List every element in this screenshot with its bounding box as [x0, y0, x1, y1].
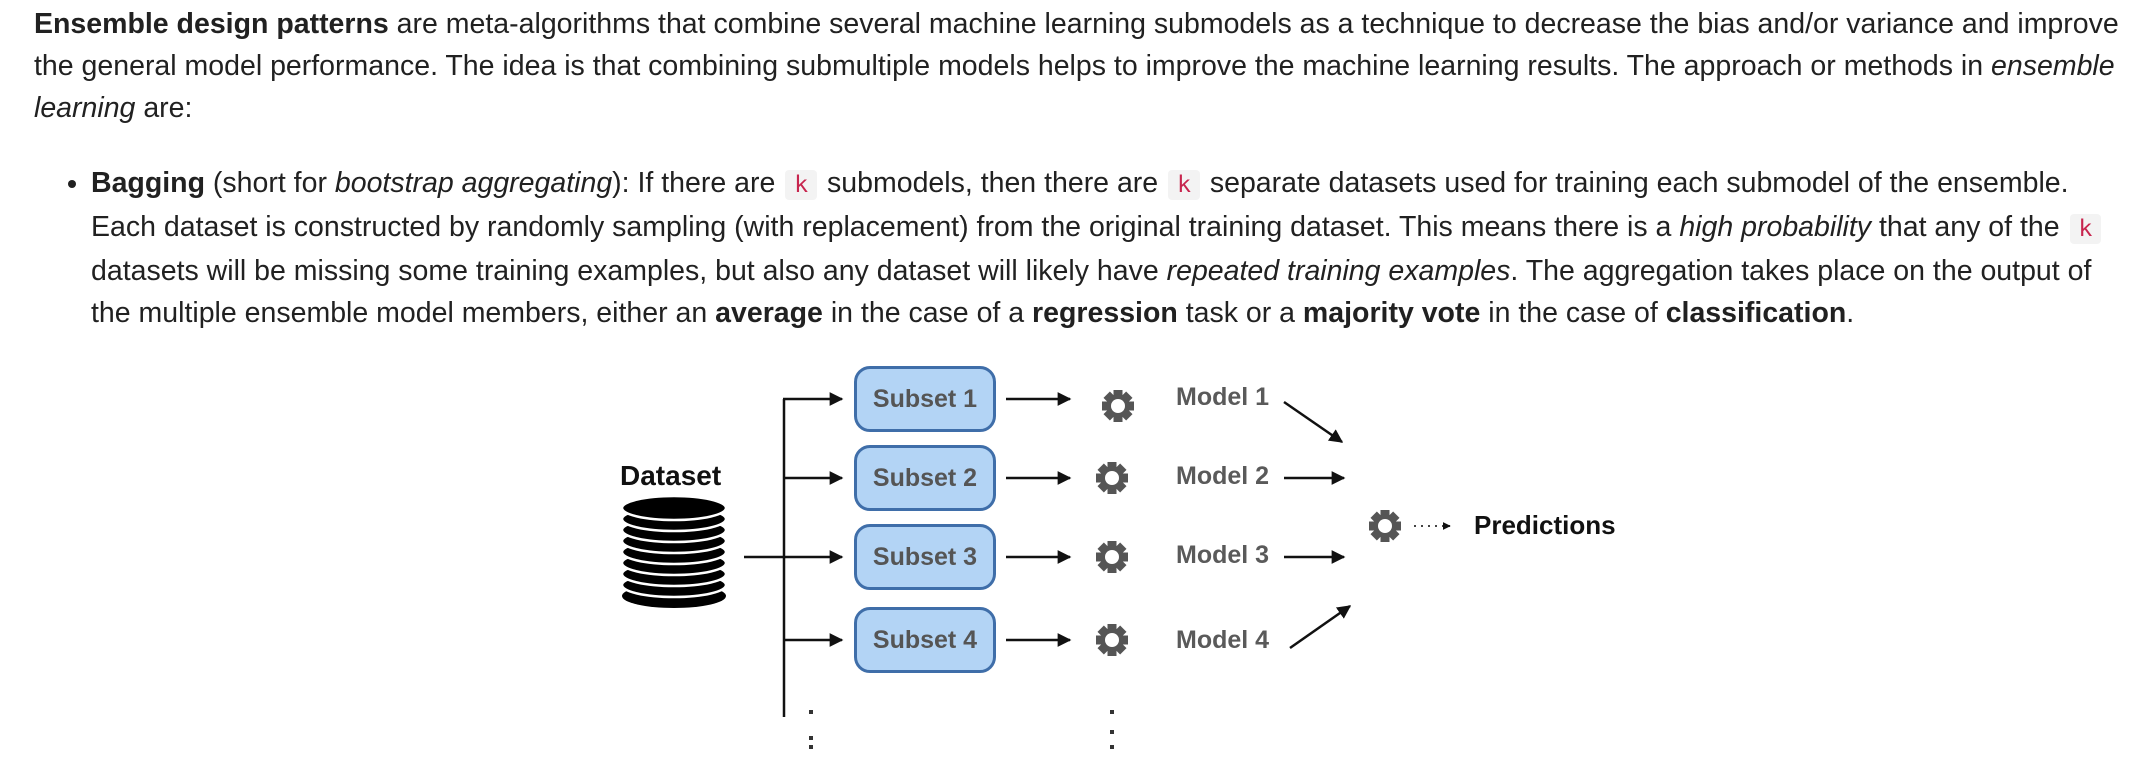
code-k: k [1168, 170, 1200, 200]
gear-icon [1089, 455, 1135, 501]
bagging-text: task or a [1177, 297, 1303, 329]
dataset-label: Dataset [620, 460, 722, 491]
subset-box: Subset 3 [854, 524, 996, 590]
subset-box: Subset 4 [854, 607, 996, 673]
database-stack-icon [620, 494, 728, 608]
bagging-term: Bagging [91, 167, 205, 199]
intro-term: Ensemble design patterns [34, 8, 389, 40]
train-arrows [1006, 392, 1072, 647]
aggregate-arrows [1283, 400, 1352, 650]
bold-average: average [715, 297, 823, 329]
intro-paragraph: Ensemble design patterns are meta-algori… [34, 0, 2124, 129]
bagging-text: that any of the [1871, 211, 2068, 243]
list-item-bagging: Bagging (short for bootstrap aggregating… [91, 162, 2124, 334]
bagging-text: datasets will be missing some training e… [91, 255, 1167, 287]
model-label: Model 2 [1176, 462, 1270, 490]
bagging-full-name: bootstrap aggregating [334, 167, 613, 199]
intro-text: are meta-algorithms that combine several… [34, 8, 2119, 82]
code-k: k [785, 170, 818, 200]
subset-box: Subset 2 [854, 445, 996, 511]
subset-box: Subset 1 [854, 366, 996, 432]
bagging-text: ): If there are [612, 167, 784, 199]
predictions-label: Predictions [1474, 510, 1616, 540]
intro-text-end: are: [135, 92, 193, 124]
code-k: k [2069, 214, 2102, 244]
bold-regression: regression [1032, 297, 1178, 329]
bagging-text: in the case of a [822, 297, 1033, 329]
gear-icon [1362, 503, 1408, 549]
bold-majority-vote: majority vote [1302, 297, 1481, 329]
emphasis-high-probability: high probability [1679, 211, 1872, 243]
ensemble-methods-list: Bagging (short for bootstrap aggregating… [34, 162, 2124, 334]
bagging-text: . [1846, 297, 1855, 329]
split-connectors [744, 392, 844, 717]
gear-icon [1089, 534, 1135, 580]
diagram-graphics [620, 383, 1451, 749]
bagging-diagram: Dataset Subset 1 Subset 2 Subset 3 Subse… [600, 352, 1650, 770]
bagging-text: separate datasets used for training each… [91, 167, 2069, 243]
bagging-text: in the case of [1480, 297, 1666, 329]
intro-emphasis: ensemble learning [34, 50, 2115, 124]
emphasis-repeated-examples: repeated training examples [1166, 255, 1511, 287]
article-body: Ensemble design patterns are meta-algori… [34, 0, 2124, 334]
bagging-text: (short for [205, 167, 335, 199]
gear-icon [1095, 383, 1141, 429]
model-label: Model 3 [1176, 541, 1270, 569]
bagging-text: submodels, then there are [819, 167, 1167, 199]
model-label: Model 4 [1176, 626, 1270, 654]
bagging-text: . The aggregation takes place on the out… [91, 255, 2092, 329]
gear-icon [1089, 617, 1135, 663]
continuation-dots [809, 710, 1114, 749]
bold-classification: classification [1665, 297, 1847, 329]
model-label: Model 1 [1176, 383, 1270, 411]
